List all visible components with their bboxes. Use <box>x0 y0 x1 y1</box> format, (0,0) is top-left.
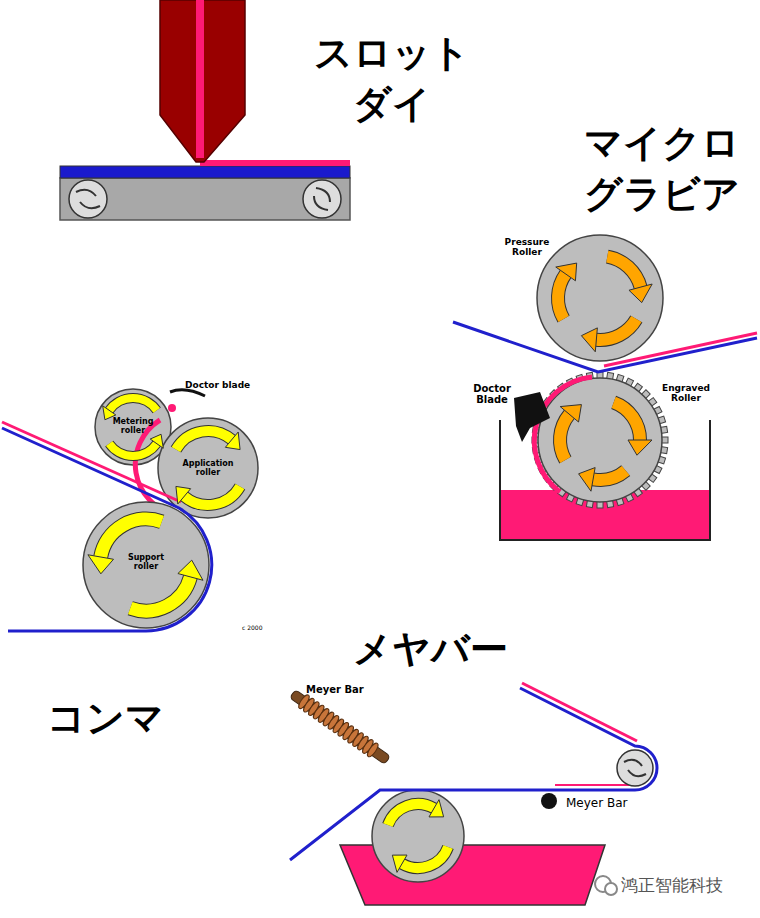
rotation-arrows-part <box>402 847 448 868</box>
rotation-arrows-part <box>593 471 626 480</box>
rotation-arrows-part <box>176 431 232 450</box>
meyer-bar-picture <box>288 687 392 767</box>
meyer-bar-coater <box>288 683 657 905</box>
microgravure-coater <box>453 235 757 540</box>
rotation-arrows-part <box>101 519 162 557</box>
section-title: スロット ダイ <box>307 28 477 130</box>
comma-coater-part <box>168 404 176 412</box>
rotation-arrows-part <box>109 444 157 456</box>
comma-coater-part <box>170 390 205 396</box>
roller-label: Support roller <box>116 553 176 571</box>
slot-die-coater-part <box>200 160 350 166</box>
rotation-arrows-part <box>388 804 434 825</box>
rotation-arrows-part <box>392 855 407 872</box>
comma-coater <box>2 389 258 631</box>
microgravure-coater-part <box>537 235 663 361</box>
slot-die-coater-part <box>303 180 341 218</box>
roller-label: Pressure Roller <box>503 237 551 258</box>
meyer-bar-coater-part <box>372 790 464 882</box>
rotation-arrows-part <box>130 577 190 611</box>
rotation-arrows-part <box>150 434 163 448</box>
rotation-arrows <box>88 257 652 873</box>
rotation-arrows-part <box>579 468 596 492</box>
slot-die-coater-part <box>60 178 350 220</box>
rotation-arrows-part <box>402 847 448 868</box>
rotation-arrows-part <box>596 319 636 340</box>
rotation-arrows-part <box>109 398 157 410</box>
slot-die-coater-part <box>160 0 245 162</box>
copyright-note: c 2000 <box>242 624 262 631</box>
meyer-bar-coater-part <box>522 683 637 741</box>
watermark-icon-part <box>605 883 617 895</box>
meyer-bar-coater-part <box>290 688 657 860</box>
rotation-arrows-part <box>560 414 569 460</box>
microgravure-coater-part <box>453 322 757 372</box>
slot-die-coater-part <box>69 180 107 218</box>
rotation-arrows-part <box>109 444 157 456</box>
watermark: 鸿正智能科技 <box>621 874 723 897</box>
roller-teeth <box>532 372 668 508</box>
rotation-arrows-part <box>560 405 581 422</box>
rotation-arrows-part <box>558 274 566 319</box>
part-label: Doctor blade <box>185 380 250 390</box>
rotation-arrows-part <box>225 432 240 450</box>
rotation-arrows-part <box>560 414 569 460</box>
rotation-arrows-part <box>558 274 566 319</box>
slot-die-coater <box>60 0 350 220</box>
microgravure-coater-part <box>538 378 662 502</box>
slot-die-coater-part <box>76 188 330 210</box>
rotation-arrows-part <box>130 577 190 611</box>
rotation-arrows-part <box>388 804 434 825</box>
rotation-arrows-part <box>109 398 157 410</box>
rotation-arrows-part <box>176 431 232 450</box>
roller-name: Application roller <box>177 459 239 477</box>
part-label: Doctor Blade <box>472 383 512 405</box>
roller-name: Pressure Roller <box>503 237 551 258</box>
rotation-arrows-part <box>184 487 240 506</box>
rotation-arrows-part <box>184 487 240 506</box>
meyer-bar-coater-part <box>624 760 646 777</box>
comma-coater-part <box>2 428 212 631</box>
rotation-arrows-part <box>629 284 652 303</box>
rotation-arrows-part <box>429 800 444 817</box>
section-title: マイクロ グラビア <box>577 118 747 220</box>
rotation-arrows-part <box>614 402 640 440</box>
microgravure-coater-part <box>514 392 550 442</box>
part-label: Meyer Bar <box>566 796 628 810</box>
slot-die-coater-part <box>60 166 350 178</box>
meyer-bar-coater-part <box>541 793 557 809</box>
wire-coil-part <box>366 742 380 759</box>
roller-label: Engraved Roller <box>660 383 712 404</box>
wire-coil <box>297 693 380 758</box>
comma-coater-part <box>2 422 181 502</box>
rotation-arrows-part <box>607 257 640 287</box>
rotation-arrows-part <box>176 486 191 504</box>
rotation-arrows-part <box>101 519 162 557</box>
rotation-arrows-part <box>628 440 652 455</box>
roller-label: Application roller <box>177 459 239 477</box>
rotation-arrows-part <box>614 402 640 440</box>
comma-coater-part <box>158 418 258 518</box>
section-title: コンマ <box>47 693 164 744</box>
meyer-bar-coater-part <box>617 750 653 786</box>
rotation-arrows-part <box>88 555 114 574</box>
comma-coater-part <box>83 502 209 628</box>
rotation-arrows-part <box>178 560 203 580</box>
meyer-bar-coater-part <box>555 751 652 785</box>
meyer-bar-picture-part <box>290 690 391 765</box>
roller-name: Metering roller <box>109 417 157 435</box>
rotation-arrows-part <box>581 328 597 352</box>
rotation-arrows-part <box>593 471 626 480</box>
section-title: メヤバー <box>353 624 508 675</box>
roller-label: Metering roller <box>109 417 157 435</box>
slot-die-coater-part <box>196 0 204 158</box>
part-label: Meyer Bar <box>306 684 364 695</box>
watermark-icon <box>595 876 617 895</box>
rotation-arrows-part <box>596 319 636 340</box>
roller-name: Support roller <box>116 553 176 571</box>
rotation-arrows-part <box>556 263 577 281</box>
roller-name: Engraved Roller <box>660 383 712 404</box>
rotation-arrows-part <box>607 257 640 287</box>
